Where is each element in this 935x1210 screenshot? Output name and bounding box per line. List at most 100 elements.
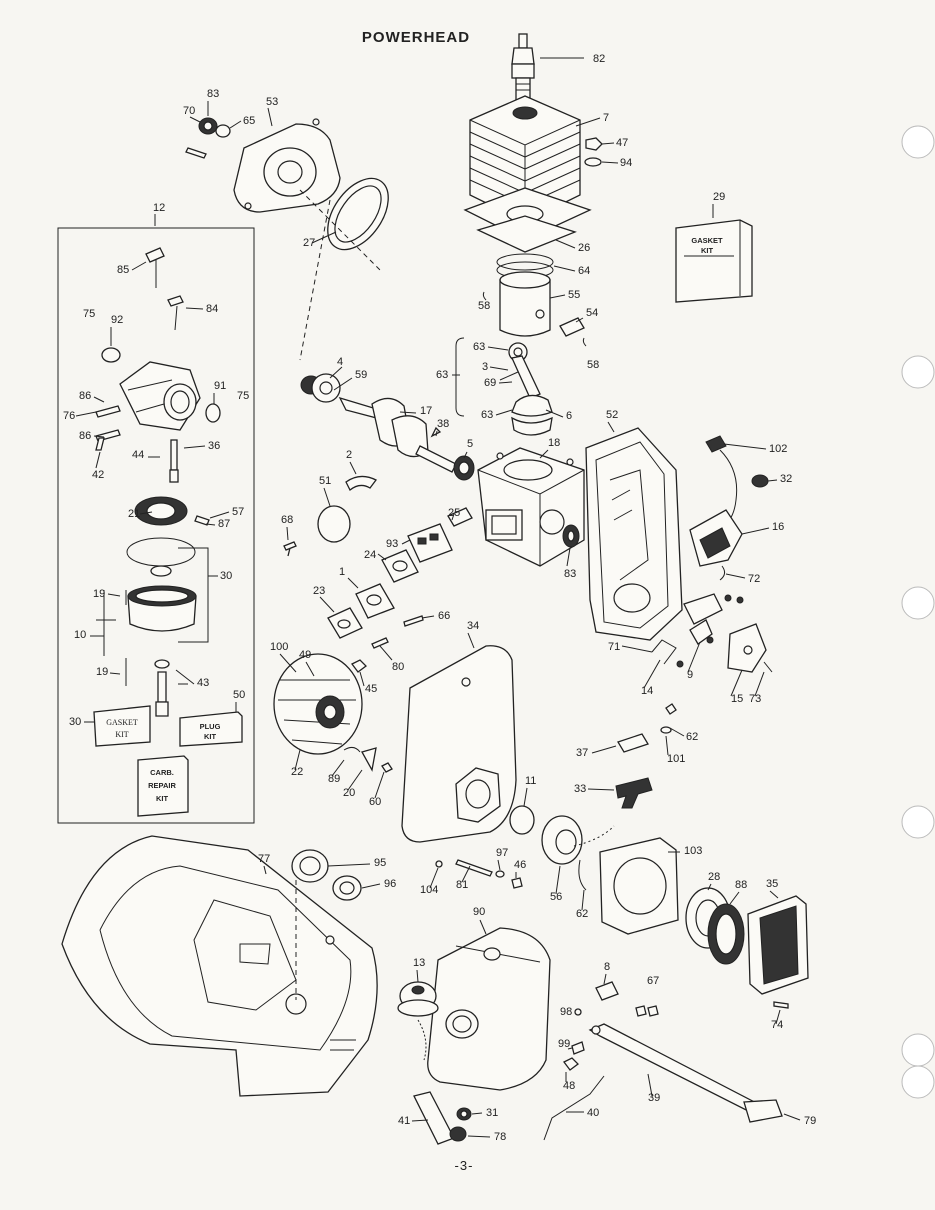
- callout-number: 72: [748, 573, 760, 585]
- callout-leader-line: [495, 409, 513, 416]
- callout-leader-line: [669, 727, 685, 737]
- callout-number: 25: [448, 507, 460, 519]
- screw: [455, 859, 493, 877]
- callout-number: 48: [563, 1080, 575, 1092]
- throttle-rod: [588, 1023, 783, 1123]
- callout-leader-line: [498, 381, 513, 384]
- callout-number: 102: [769, 443, 787, 455]
- callout-leader-line: [209, 511, 230, 519]
- callout-leader-line: [555, 865, 561, 895]
- callout-leader-line: [489, 366, 509, 371]
- callout-number: 19: [93, 588, 105, 600]
- callout-leader-line: [587, 788, 615, 791]
- breaker-assembly: [651, 593, 773, 673]
- callout-leader-line: [93, 435, 105, 438]
- callout-leader-line: [399, 411, 417, 414]
- callout-number: 88: [735, 879, 747, 891]
- callout-number: 55: [568, 289, 580, 301]
- callout-leader-line: [575, 117, 601, 127]
- callout-number: 30: [220, 570, 232, 582]
- screw: [773, 1001, 789, 1009]
- callout-number: 49: [299, 649, 311, 661]
- callout-leader-line: [754, 671, 765, 697]
- callout-leader-line: [311, 231, 337, 244]
- callout-number: 42: [92, 469, 104, 481]
- callout-number: 4: [337, 356, 343, 368]
- callout-number: 99: [558, 1038, 570, 1050]
- stud: [371, 637, 389, 649]
- reed-plate: [407, 523, 453, 563]
- callout-number: 86: [79, 390, 91, 402]
- callout-leader-line: [723, 443, 767, 450]
- callout-number: 22: [291, 766, 303, 778]
- binder-hole: [901, 1033, 935, 1067]
- binder-hole: [901, 1065, 935, 1099]
- callout-number: 54: [586, 307, 598, 319]
- plug-kit-box: PLUG KIT: [179, 711, 243, 747]
- callout-number: 37: [576, 747, 588, 759]
- callout-leader-line: [775, 1009, 781, 1025]
- callout-leader-line: [575, 317, 584, 323]
- callout-leader-line: [783, 1113, 801, 1121]
- callout-leader-line: [327, 863, 371, 867]
- link-wire: [543, 1075, 605, 1141]
- callout-leader-line: [229, 120, 242, 129]
- callout-number: 100: [270, 641, 288, 653]
- crankcase-gasket: [327, 177, 389, 251]
- callout-leader-line: [411, 1119, 429, 1122]
- callout-number: 30: [69, 716, 81, 728]
- screw: [403, 615, 424, 627]
- callout-number: 46: [514, 859, 526, 871]
- callout-leader-line: [581, 889, 585, 911]
- ignition-coil: [689, 435, 743, 581]
- callout-leader-line: [601, 161, 619, 164]
- carb-repair-kit-box: CARB. REPAIR KIT: [137, 755, 189, 817]
- kit-label: KIT: [204, 732, 217, 741]
- callout-leader-line: [347, 577, 359, 589]
- callout-leader-line: [294, 749, 301, 771]
- callout-leader-line: [421, 615, 435, 619]
- callout-number: 90: [473, 906, 485, 918]
- callout-leader-line: [379, 645, 393, 661]
- callout-leader-line: [487, 346, 509, 351]
- callout-number: 63: [473, 341, 485, 353]
- callout-number: 3: [482, 361, 488, 373]
- kit-label: GASKET: [691, 236, 723, 245]
- callout-number: 38: [437, 418, 449, 430]
- callout-number: 63: [436, 369, 448, 381]
- crankshaft: [300, 373, 457, 473]
- callout-number: 12: [153, 202, 165, 214]
- callout-number: 75: [83, 308, 95, 320]
- callout-number: 59: [355, 369, 367, 381]
- connecting-rod: [499, 342, 553, 436]
- callout-leader-line: [286, 526, 289, 541]
- callout-number: 9: [687, 669, 693, 681]
- callout-leader-line: [185, 307, 204, 310]
- callout-leader-line: [549, 294, 566, 299]
- callout-number: 23: [313, 585, 325, 597]
- screw: [571, 1041, 585, 1055]
- callout-leader-line: [305, 661, 315, 677]
- screw: [185, 147, 207, 159]
- callout-number: 92: [111, 314, 123, 326]
- callout-leader-line: [205, 523, 216, 526]
- callout-leader-line: [109, 672, 121, 675]
- callout-leader-line: [359, 671, 365, 687]
- kit-label: KIT: [115, 730, 128, 739]
- kit-label: KIT: [701, 246, 714, 255]
- bracket: [595, 981, 619, 1001]
- callout-leaders: [75, 57, 801, 1138]
- callout-leader-line: [75, 411, 97, 417]
- callout-number: 82: [593, 53, 605, 65]
- callout-leader-line: [267, 107, 273, 127]
- callout-number: 68: [281, 514, 293, 526]
- callout-number: 67: [647, 975, 659, 987]
- piston: [499, 271, 551, 337]
- callout-number: 84: [206, 303, 218, 315]
- callout-leader-line: [461, 865, 471, 883]
- carburetor-group-box: [57, 227, 255, 824]
- screw: [283, 541, 297, 557]
- callout-leader-line: [647, 1073, 653, 1097]
- fuel-tank: [427, 927, 551, 1091]
- callout-leader-line: [707, 883, 712, 891]
